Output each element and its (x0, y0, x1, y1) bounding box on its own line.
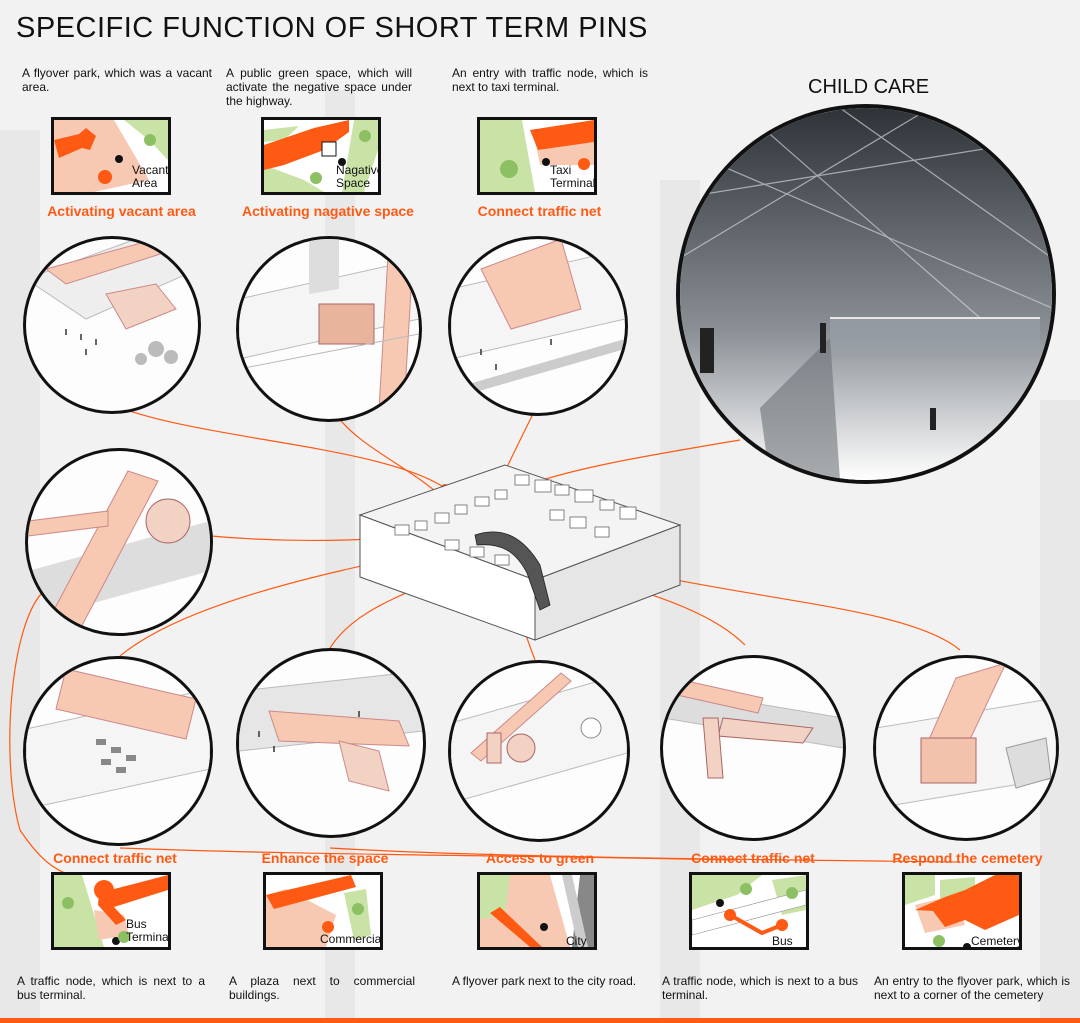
dog-walker-icon (310, 172, 322, 184)
location-dot-icon (115, 155, 123, 163)
map-label: Nagative Space (336, 163, 381, 190)
axonometric-view-circle (23, 236, 201, 414)
pin-description: A plaza next to commercial buildings. (229, 974, 415, 1002)
location-map-cemetery: Cemetery (902, 872, 1022, 950)
tree-icon (740, 883, 752, 895)
child-care-render-circle (676, 104, 1056, 484)
tree-icon (62, 897, 74, 909)
axonometric-view-circle (448, 660, 630, 842)
location-map-negative-space: Nagative Space (261, 117, 381, 195)
map-label: Taxi Terminal (550, 163, 596, 190)
page-title: SPECIFIC FUNCTION OF SHORT TERM PINS (16, 12, 648, 44)
location-dot-icon (963, 943, 971, 947)
pin-description: A traffic node, which is next to a bus t… (17, 974, 205, 1002)
pin-heading: Respond the cemetery (892, 850, 1043, 866)
map-label: Bus Station (772, 934, 793, 948)
site-model (358, 464, 682, 641)
pin-heading: Connect traffic net (53, 850, 177, 866)
location-dot-icon (540, 923, 548, 931)
map-label: Bus Terminal (126, 917, 171, 944)
location-map-taxi-terminal: Taxi Terminal (477, 117, 597, 195)
tree-icon (786, 887, 798, 899)
dog-walker-icon (933, 935, 945, 947)
map-label: City Road (566, 934, 587, 948)
pin-heading: Activating vacant area (47, 203, 196, 219)
pin-heading: Enhance the space (261, 850, 389, 866)
map-label: Vacant Area (132, 163, 169, 190)
pin-description: A flyover park next to the city road. (452, 974, 637, 988)
axonometric-view-circle (23, 656, 213, 846)
bottom-accent-bar (0, 1018, 1080, 1023)
map-label: Cemetery (971, 934, 1022, 948)
location-map-commercial: Commercial (263, 872, 383, 950)
map-label: Commercial (320, 932, 383, 946)
location-dot-icon (716, 899, 724, 907)
pin-description: A traffic node, which is next to a bus t… (662, 974, 858, 1002)
child-care-title: CHILD CARE (808, 76, 930, 98)
location-dot-icon (338, 158, 346, 166)
pin-description: A public green space, which will activat… (226, 66, 412, 108)
location-map-vacant-area: Vacant Area (51, 117, 171, 195)
axonometric-view-circle (25, 448, 213, 636)
dog-walker-icon (322, 921, 334, 933)
dog-walker-icon (98, 170, 112, 184)
axonometric-view-circle (448, 236, 628, 416)
pin-heading: Access to green (485, 850, 595, 866)
pin-description: An entry to the flyover park, which is n… (874, 974, 1070, 1002)
pin-heading: Activating nagative space (242, 203, 414, 219)
tree-icon (500, 160, 518, 178)
pin-heading: Connect traffic net (691, 850, 815, 866)
dog-walker-icon (118, 931, 130, 943)
dog-walker-icon (578, 158, 590, 170)
axonometric-view-circle (873, 655, 1059, 841)
location-map-bus-terminal: Bus Terminal (51, 872, 171, 950)
axonometric-view-circle (236, 648, 426, 838)
pin-description: An entry with traffic node, which is nex… (452, 66, 648, 94)
location-map-bus-station: Bus Station (689, 872, 809, 950)
axonometric-view-circle (660, 655, 846, 841)
tree-icon (144, 134, 156, 146)
location-map-city-road: City Road (477, 872, 597, 950)
axonometric-view-circle (236, 236, 422, 422)
location-dot-icon (542, 158, 550, 166)
tree-icon (359, 130, 371, 142)
pin-description: A flyover park, which was a vacant area. (22, 66, 212, 94)
tree-icon (352, 903, 364, 915)
location-dot-icon (112, 937, 120, 945)
pin-heading: Connect traffic net (477, 203, 602, 219)
